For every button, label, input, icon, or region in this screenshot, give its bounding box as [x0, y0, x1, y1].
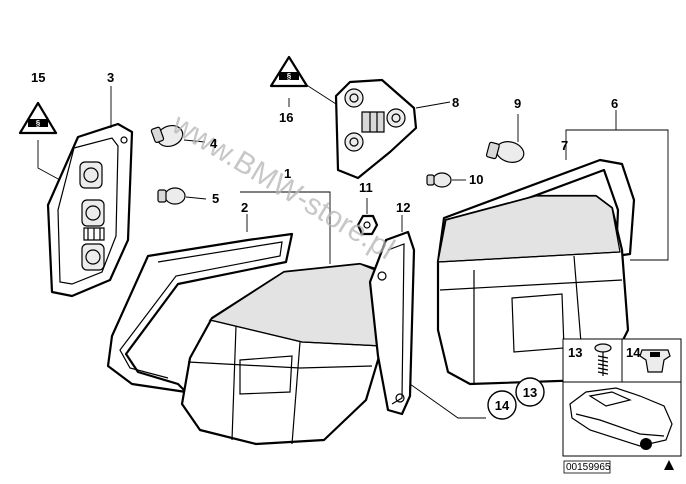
reference-code: 00159965: [566, 462, 611, 473]
part-13-screw[interactable]: [594, 343, 612, 376]
part-10-bulb[interactable]: [426, 172, 452, 188]
part-6-inner-tail-light[interactable]: [436, 194, 630, 386]
inset-car-illustration: [569, 387, 673, 450]
callout-3: 3: [107, 70, 114, 85]
callout-9: 9: [514, 96, 521, 111]
circled-callouts: 13 14: [487, 377, 545, 420]
part-11-nut[interactable]: [356, 214, 379, 236]
part-3-bulb-carrier[interactable]: [46, 122, 134, 298]
callout-14-inset: 14: [626, 345, 641, 360]
callout-13-inset: 13: [568, 345, 582, 360]
part-1-outer-tail-light[interactable]: [180, 262, 394, 446]
callout-2: 2: [241, 200, 248, 215]
part-12-bracket[interactable]: [368, 230, 416, 416]
callout-12: 12: [396, 200, 410, 215]
callout-7: 7: [561, 138, 568, 153]
part-5-bulb[interactable]: [157, 187, 186, 205]
part-2-gasket[interactable]: [106, 232, 294, 394]
part-16-warning-label[interactable]: §: [269, 55, 309, 88]
part-8-inner-bulb-holder[interactable]: [334, 78, 418, 180]
callout-5: 5: [212, 191, 219, 206]
callout-11: 11: [359, 180, 373, 195]
callout-16: 16: [279, 110, 293, 125]
callout-13-circle: 13: [523, 385, 537, 400]
warning-symbol-15: §: [36, 119, 41, 128]
callout-4: 4: [210, 136, 218, 151]
callout-14-circle: 14: [495, 398, 510, 413]
callout-numbers: 15 3 4 5 1 2 16 8 9 6 7 10 11 12: [31, 70, 618, 215]
callout-10: 10: [469, 172, 483, 187]
callout-8: 8: [452, 95, 459, 110]
warning-symbol-16: §: [287, 72, 292, 81]
part-9-bulb[interactable]: [485, 139, 526, 166]
leader-lines: [37, 83, 669, 419]
callout-15: 15: [31, 70, 45, 85]
inset-panel: 13 14 00159965: [562, 338, 682, 474]
callout-1: 1: [284, 166, 291, 181]
part-14-clip[interactable]: [639, 349, 671, 373]
callout-6: 6: [611, 96, 618, 111]
part-15-warning-label[interactable]: §: [18, 101, 58, 135]
part-4-bulb[interactable]: [150, 122, 186, 150]
